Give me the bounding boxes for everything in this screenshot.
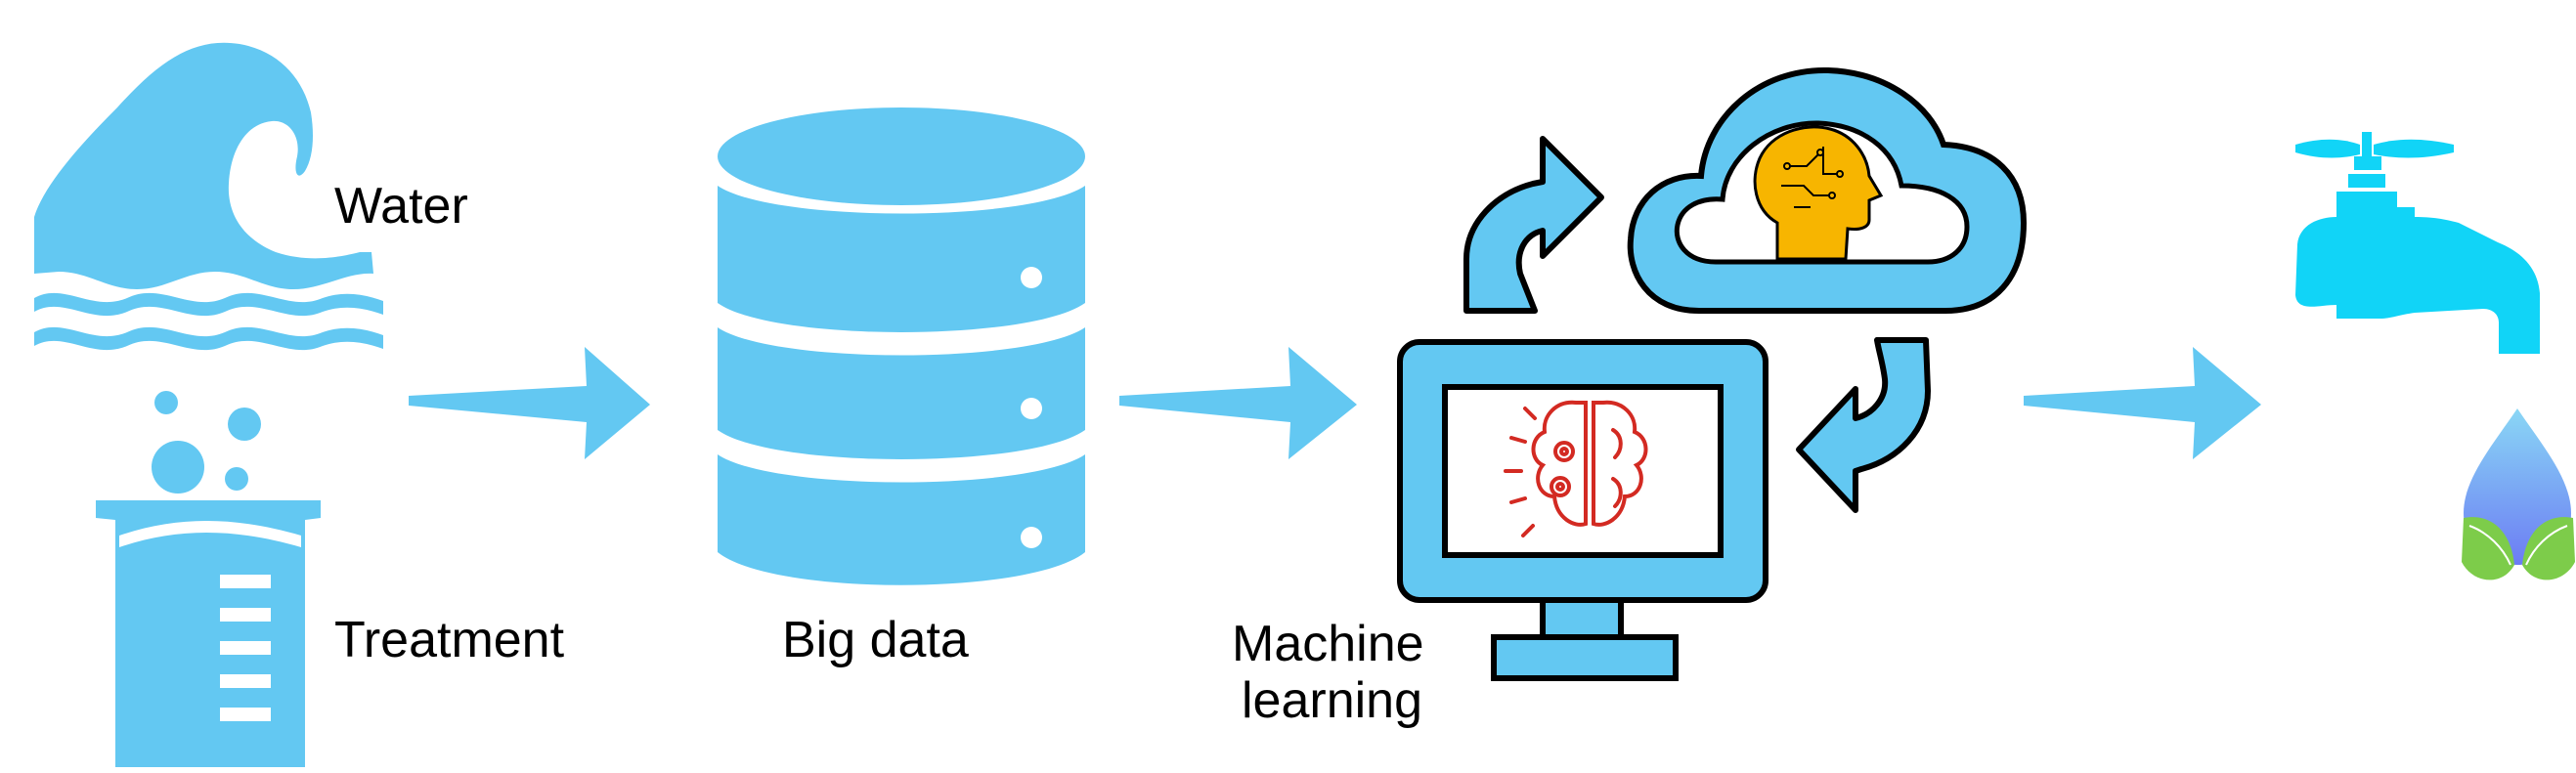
bubble	[152, 441, 204, 494]
db-indicator-light	[1021, 267, 1042, 288]
tap-body	[2295, 192, 2540, 354]
machine-learning-label-line2: learning	[1242, 672, 1422, 729]
wave-icon	[34, 42, 383, 351]
flow-arrow-2	[1119, 347, 1357, 459]
tap-handle	[2295, 139, 2360, 158]
monitor-screen	[1442, 384, 1724, 558]
cycle-arrow-up	[1463, 136, 1604, 314]
leaf-right	[2522, 517, 2575, 580]
water-tap-icon	[2295, 132, 2540, 354]
treatment-label: Treatment	[334, 612, 565, 668]
flow-arrow-1	[409, 347, 650, 459]
beaker-icon	[96, 391, 321, 767]
bubble	[225, 467, 248, 491]
drop-leaf-icon	[2462, 408, 2575, 580]
flow-arrow-3	[2024, 347, 2261, 459]
brain-icon	[1504, 400, 1648, 537]
ai-head	[1753, 125, 1884, 261]
leaf-left	[2462, 517, 2514, 580]
cycle-arrow-down	[1796, 337, 1931, 513]
bubble	[228, 408, 261, 441]
leaf-vein	[2468, 525, 2511, 566]
bubble	[154, 391, 178, 414]
tap-collar	[2348, 174, 2385, 188]
ai-circuit	[1781, 147, 1844, 208]
monitor-brain-icon	[1397, 339, 1768, 681]
cycle-arrows-icon	[1463, 136, 1931, 513]
tap-handle-stem	[2362, 132, 2372, 157]
big-data-label: Big data	[782, 612, 969, 668]
cloud-ai-head-icon	[1627, 66, 2028, 314]
water-label: Water	[334, 178, 468, 235]
leaf-vein	[2525, 525, 2568, 566]
monitor-stand-base	[1491, 634, 1679, 681]
database-icon	[718, 107, 1085, 585]
db-indicator-light	[1021, 398, 1042, 419]
tap-collar	[2354, 156, 2381, 170]
machine-learning-label-line1: Machine	[1232, 616, 1424, 672]
db-indicator-light	[1021, 527, 1042, 548]
tap-handle	[2374, 139, 2454, 158]
